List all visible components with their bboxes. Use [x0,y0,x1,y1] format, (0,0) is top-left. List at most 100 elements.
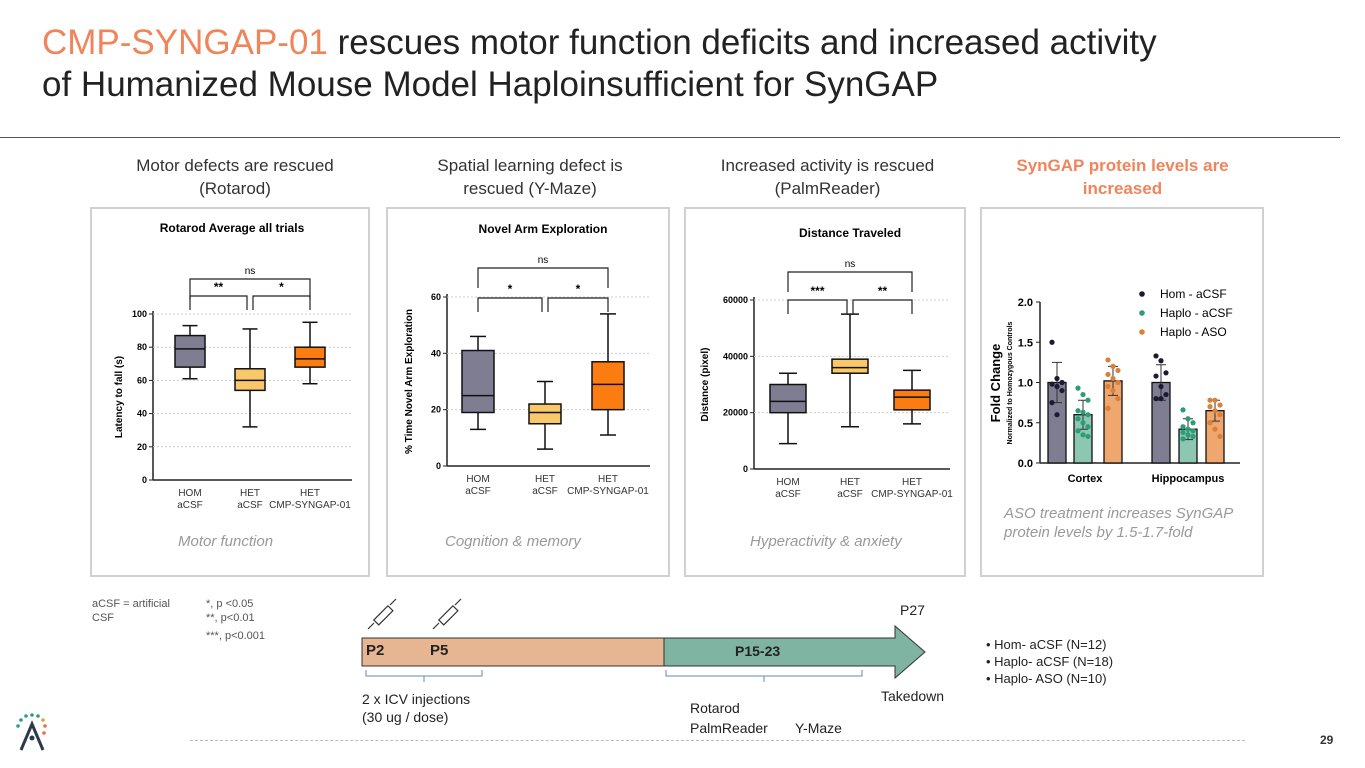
data-point [1207,397,1213,403]
group-list: • Hom- aCSF (N=12) • Haplo- aCSF (N=18) … [986,636,1113,687]
acsf-note: aCSF = artificial CSF [92,598,170,624]
group-item: • Hom- aCSF (N=12) [986,637,1107,652]
x-tick-label: CMP-SYNGAP-01 [567,486,649,497]
data-point [1110,387,1116,394]
data-point [1212,426,1218,432]
data-point [1075,416,1081,422]
header-protein: SynGAP protein levels are increased [1016,156,1229,198]
data-point [1212,408,1218,414]
data-point [1085,412,1091,418]
y-tick-label: 100 [132,309,147,319]
data-point [1059,387,1065,394]
data-point [1105,357,1111,363]
x-tick-label: aCSF [237,500,263,511]
data-point [1080,432,1086,438]
data-point [1217,402,1223,408]
x-tick-label: HOM [776,477,799,488]
data-point [1080,420,1086,426]
data-point [1180,424,1186,430]
significance-bracket [252,295,311,310]
significance-label: * [279,280,284,294]
header-ymaze: Spatial learning defect is rescued (Y-Ma… [437,156,623,198]
data-point [1110,375,1116,382]
x-tick-label: aCSF [177,500,203,511]
significance-label: * [576,282,581,296]
x-tick-label: HET [840,477,860,488]
header-palmreader: Increased activity is rescued (PalmReade… [720,156,935,198]
legend-marker [1139,291,1145,297]
y-tick-label: 20 [431,405,441,415]
data-point [1180,407,1186,413]
p-note-1: *, p <0.05 [206,598,254,610]
significance-bracket [477,267,609,288]
data-point [1075,408,1081,414]
data-point [1110,363,1116,369]
panel-protein [980,207,1264,577]
group-item: • Haplo- ASO (N=10) [986,671,1107,686]
x-tick-label: aCSF [532,486,558,497]
data-point [1190,428,1196,434]
data-point [1080,391,1086,398]
data-point [1158,358,1164,364]
x-tick-label: HET [535,474,555,485]
caption-motor: Motor function [178,533,274,550]
box [174,334,206,368]
label-p27: P27 [900,602,925,618]
legend-label: Haplo - ASO [1160,325,1227,339]
data-point [1105,371,1111,378]
legend-marker [1139,329,1145,335]
timeline [361,598,926,682]
data-point [1115,367,1121,374]
x-tick-label: HET [902,477,922,488]
data-point [1054,412,1060,418]
y-axis-label: Latency to fall (s) [114,356,125,438]
chart-title: Rotarod Average all trials [160,221,305,235]
box [461,349,495,414]
panel-rotarod [90,207,370,577]
p-note-2: **, p<0.01 [206,612,255,624]
syringe-icon [367,598,397,630]
company-logo [16,713,47,751]
data-point [1190,420,1196,426]
y-tick-label: 1.0 [1018,378,1033,390]
y-tick-label: 40 [137,409,147,419]
data-point [1054,383,1060,390]
panel-palmreader [684,207,966,577]
y-axis-sublabel: Normalized to Homozygous Controls [1007,321,1014,444]
p-note-3: ***, p<0.001 [206,630,266,642]
injections-label: 2 x ICV injections [362,691,471,707]
data-point [1085,424,1091,430]
significance-bracket [852,299,913,314]
palmreader-label: PalmReader [690,720,768,736]
box [769,383,807,414]
chart-title: Distance Traveled [799,226,901,240]
legend-marker [1139,310,1145,316]
significance-label: ** [214,280,224,294]
data-point [1075,428,1081,434]
data-point [1217,412,1223,418]
data-point [1185,432,1191,438]
significance-label: ** [878,284,888,298]
data-point [1185,416,1191,422]
data-point [1049,381,1055,387]
data-point [1153,396,1159,402]
y-tick-label: 0 [743,464,748,474]
y-tick-label: 0.0 [1018,458,1033,470]
group-item: • Haplo- aCSF (N=18) [986,654,1114,669]
caption-cognition: Cognition & memory [445,533,581,550]
data-point [1207,404,1213,410]
y-tick-label: 20000 [723,408,748,418]
timeline-early-segment [361,637,665,667]
y-tick-label: 0 [436,461,441,471]
x-tick-label: aCSF [837,489,863,500]
x-tick-label: CMP-SYNGAP-01 [269,500,351,511]
box [831,358,869,374]
box [591,361,625,411]
y-tick-label: 1.5 [1018,337,1033,349]
data-point [1158,383,1164,390]
label-p15-23: P15-23 [735,643,781,659]
x-tick-label: HET [300,488,320,499]
significance-label: *** [810,284,824,298]
data-point [1163,370,1169,376]
